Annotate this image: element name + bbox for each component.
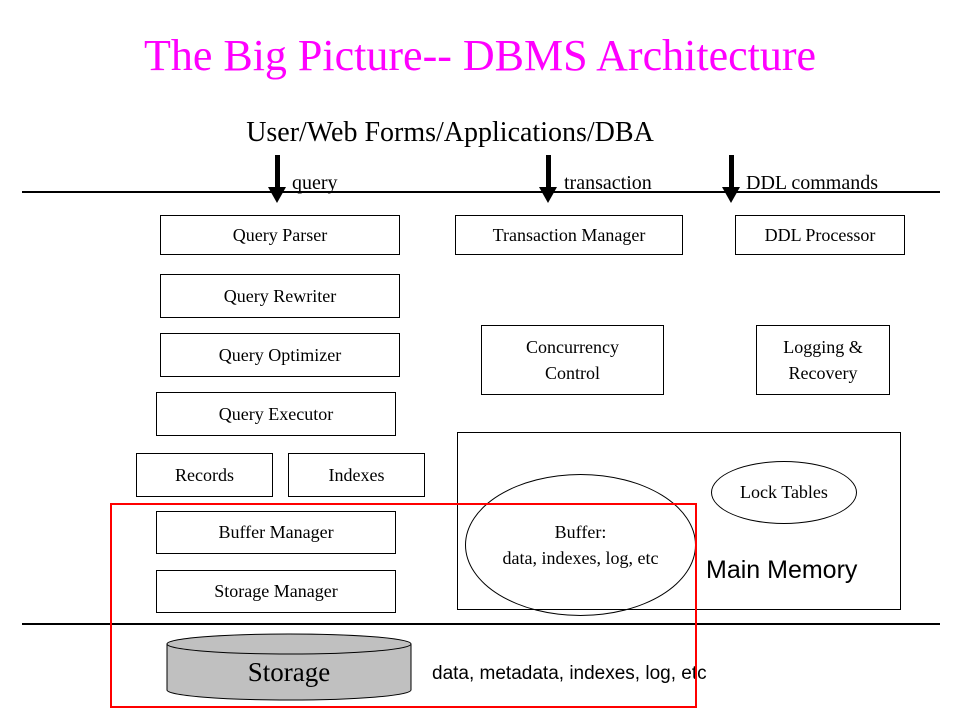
buffer-line-1: Buffer:: [554, 521, 607, 542]
lock-tables-ellipse: Lock Tables: [711, 461, 857, 524]
query-executor-box: Query Executor: [156, 392, 396, 436]
query-label: query: [292, 172, 338, 194]
storage-manager-box: Storage Manager: [156, 570, 396, 613]
storage-subsystem-highlight: [110, 503, 697, 708]
cylinder-top: [166, 633, 412, 655]
concurrency-control-box: Concurrency Control: [481, 325, 664, 395]
logging-recovery-box: Logging & Recovery: [756, 325, 890, 395]
indexes-box: Indexes: [288, 453, 425, 497]
bottom-divider: [22, 623, 940, 625]
cylinder-body: [166, 643, 412, 701]
user-layer-label: User/Web Forms/Applications/DBA: [246, 117, 654, 148]
storage-label: Storage: [247, 657, 331, 687]
records-box: Records: [136, 453, 273, 497]
ddl-commands-label: DDL commands: [746, 172, 879, 194]
ddl-processor-box: DDL Processor: [735, 215, 905, 255]
logging-line-1: Logging &: [783, 336, 863, 357]
transaction-arrow: [539, 155, 557, 203]
top-divider: [22, 191, 940, 193]
buffer-manager-box: Buffer Manager: [156, 511, 396, 554]
query-parser-box: Query Parser: [160, 215, 400, 255]
buffer-line-2: data, indexes, log, etc: [502, 548, 659, 568]
query-arrow: [268, 155, 286, 203]
logging-line-2: Recovery: [788, 363, 858, 383]
query-rewriter-box: Query Rewriter: [160, 274, 400, 318]
storage-cylinder: [166, 633, 412, 701]
transaction-manager-box: Transaction Manager: [455, 215, 683, 255]
storage-contents-label: data, metadata, indexes, log, etc: [432, 663, 707, 684]
transaction-label: transaction: [564, 172, 652, 194]
query-optimizer-box: Query Optimizer: [160, 333, 400, 377]
ddl-arrow: [722, 155, 740, 203]
page-title: The Big Picture-- DBMS Architecture: [143, 31, 817, 80]
concurrency-line-1: Concurrency: [526, 336, 619, 357]
concurrency-line-2: Control: [544, 363, 600, 383]
main-memory-label: Main Memory: [706, 556, 858, 584]
main-memory-box: [457, 432, 901, 610]
